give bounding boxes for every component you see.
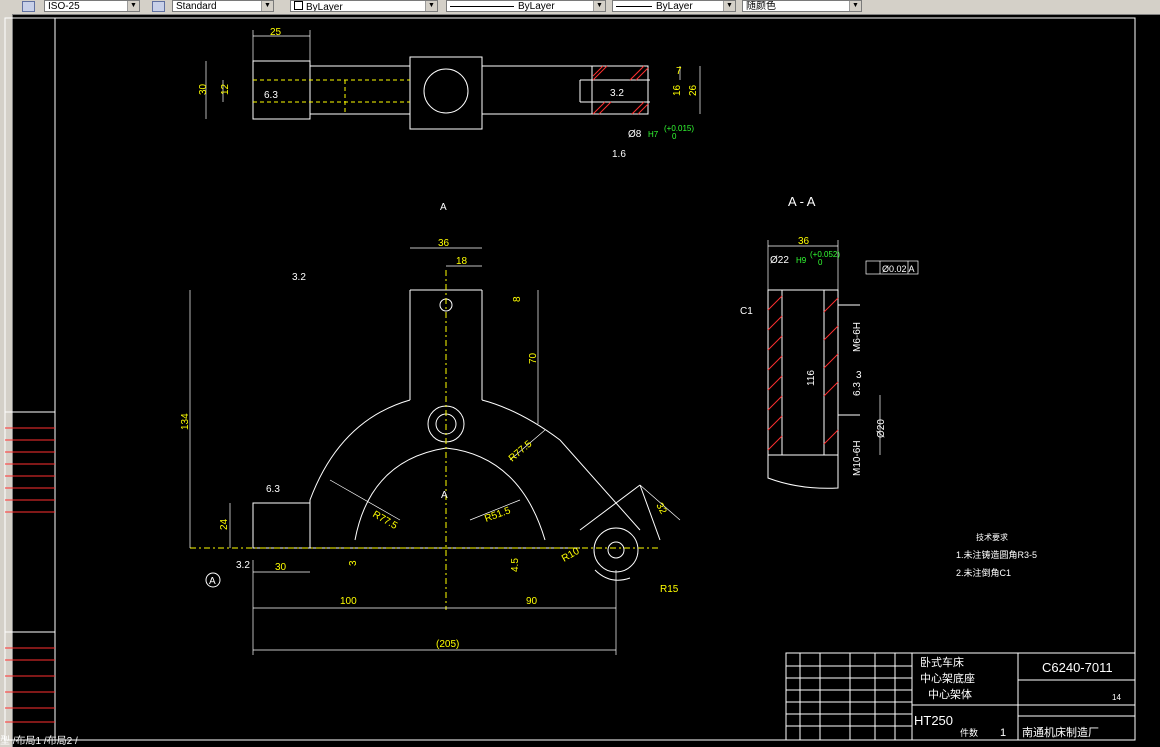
section-mark-top: A: [440, 202, 447, 213]
section-dim-116: 116: [806, 370, 817, 386]
color-swatch-icon: [294, 1, 303, 10]
chevron-down-icon[interactable]: ▼: [849, 1, 861, 11]
material: HT250: [914, 713, 953, 728]
part-name-1: 卧式车床: [920, 655, 964, 669]
datum-label: A: [209, 576, 216, 587]
section-bore-class: H9: [796, 256, 807, 265]
tolerance-frame: Ø0.02 A: [882, 264, 915, 274]
top-view: [252, 56, 650, 130]
bore-tol-lower: 0: [672, 132, 677, 141]
dim-30: 30: [198, 83, 209, 95]
chamfer-c1: C1: [740, 306, 753, 317]
bore-dim: Ø8: [628, 129, 642, 140]
section-dim-36: 36: [798, 236, 810, 247]
linetype-select[interactable]: ByLayer ▼: [446, 0, 606, 12]
lineweight-select[interactable]: ByLayer ▼: [612, 0, 736, 12]
roughness-top: 3.2: [292, 272, 306, 283]
front-dim-45: 4.5: [510, 558, 521, 572]
color-select[interactable]: 随颜色 ▼: [742, 0, 862, 12]
section-bore: Ø22: [770, 255, 789, 266]
margin-stamp: [5, 427, 55, 723]
textstyle-value: Standard: [176, 1, 217, 12]
roughness-16: 1.6: [612, 149, 626, 160]
textstyle-icon[interactable]: [152, 1, 165, 12]
section-dia-20: Ø20: [876, 419, 887, 438]
chevron-down-icon[interactable]: ▼: [723, 1, 735, 11]
tech-note-1: 1.未注铸造圆角R3-5: [956, 549, 1037, 560]
drawing-code: C6240-7011: [1042, 660, 1113, 675]
dimstyle-icon[interactable]: [22, 1, 35, 12]
line-preview-icon: [450, 5, 514, 7]
front-view: [252, 289, 661, 581]
lineweight-value: ByLayer: [656, 1, 693, 12]
linetype-value: ByLayer: [518, 1, 555, 12]
section-view: [767, 289, 860, 489]
part-name-3: 中心架体: [928, 687, 972, 701]
hatch-top: [592, 65, 649, 115]
radius-r15: R15: [660, 584, 679, 595]
front-dim-205: (205): [436, 639, 459, 650]
roughness-63-front: 6.3: [266, 484, 280, 495]
bore-tol-class: H7: [648, 130, 659, 139]
section-title: A - A: [788, 194, 816, 209]
front-dim-8: 8: [512, 296, 523, 302]
section-mark-center: A: [441, 490, 448, 501]
section-roughness: 6.3: [852, 382, 863, 396]
section-bore-lower: 0: [818, 258, 823, 267]
title-block: [785, 652, 1136, 741]
front-dim-24: 24: [219, 518, 230, 530]
dim-26: 26: [688, 84, 699, 96]
chevron-down-icon[interactable]: ▼: [127, 1, 139, 11]
front-dim-36: 36: [438, 238, 450, 249]
front-dim-3: 3: [348, 560, 359, 566]
front-dim-100: 100: [340, 596, 357, 607]
layer-select[interactable]: ByLayer ▼: [290, 0, 438, 12]
qty-value: 1: [1000, 727, 1006, 739]
front-dim-90: 90: [526, 596, 538, 607]
thread-m6: M6-6H: [852, 322, 863, 352]
chevron-down-icon[interactable]: ▼: [593, 1, 605, 11]
tech-note-2: 2.未注倒角C1: [956, 567, 1011, 578]
datum-circle: [205, 572, 221, 588]
color-value: 随颜色: [746, 1, 776, 12]
layer-value: ByLayer: [306, 2, 343, 12]
front-dim-32: 32: [653, 501, 668, 517]
front-dim-134: 134: [180, 413, 191, 430]
dim-12: 12: [220, 83, 231, 95]
properties-toolbar: ISO-25 ▼ Standard ▼ ByLayer ▼ ByLayer ▼ …: [0, 0, 1160, 15]
sheet-border: [4, 17, 1136, 741]
section-hatch: [767, 295, 839, 451]
layout-tabs[interactable]: 型 /布局1 /布局2 /: [0, 736, 78, 747]
chevron-down-icon[interactable]: ▼: [261, 1, 273, 11]
roughness-32-front: 3.2: [236, 560, 250, 571]
dim-25: 25: [270, 27, 282, 38]
qty-label: 件数: [960, 727, 978, 738]
line-preview-icon: [616, 5, 652, 7]
tech-notes-title: 技术要求: [976, 532, 1008, 542]
chevron-down-icon[interactable]: ▼: [425, 1, 437, 11]
front-dim-18: 18: [456, 256, 468, 267]
textstyle-select[interactable]: Standard ▼: [172, 0, 274, 12]
front-dim-30: 30: [275, 562, 287, 573]
thread-m10: M10-6H: [852, 440, 863, 476]
section-dim-3: 3: [856, 370, 862, 381]
dim-7: 7: [676, 66, 682, 77]
roughness-32: 3.2: [610, 88, 624, 99]
roughness-63: 6.3: [264, 90, 278, 101]
radius-r515: R51.5: [483, 505, 512, 525]
dimstyle-value: ISO-25: [48, 1, 80, 12]
radius-r775-left: R77.5: [371, 509, 400, 532]
manufacturer: 南通机床制造厂: [1022, 725, 1099, 739]
part-name-2: 中心架底座: [920, 671, 975, 685]
left-toolbar-strip: [0, 14, 13, 747]
sheet-number: 14: [1112, 693, 1121, 702]
dimstyle-select[interactable]: ISO-25 ▼: [44, 0, 140, 12]
front-dim-70: 70: [528, 352, 539, 364]
dim-16: 16: [672, 84, 683, 96]
bore-tol-upper: (+0.015): [664, 124, 694, 133]
radius-r10: R10: [560, 546, 582, 565]
section-bore-upper: (+0.052): [810, 250, 840, 259]
